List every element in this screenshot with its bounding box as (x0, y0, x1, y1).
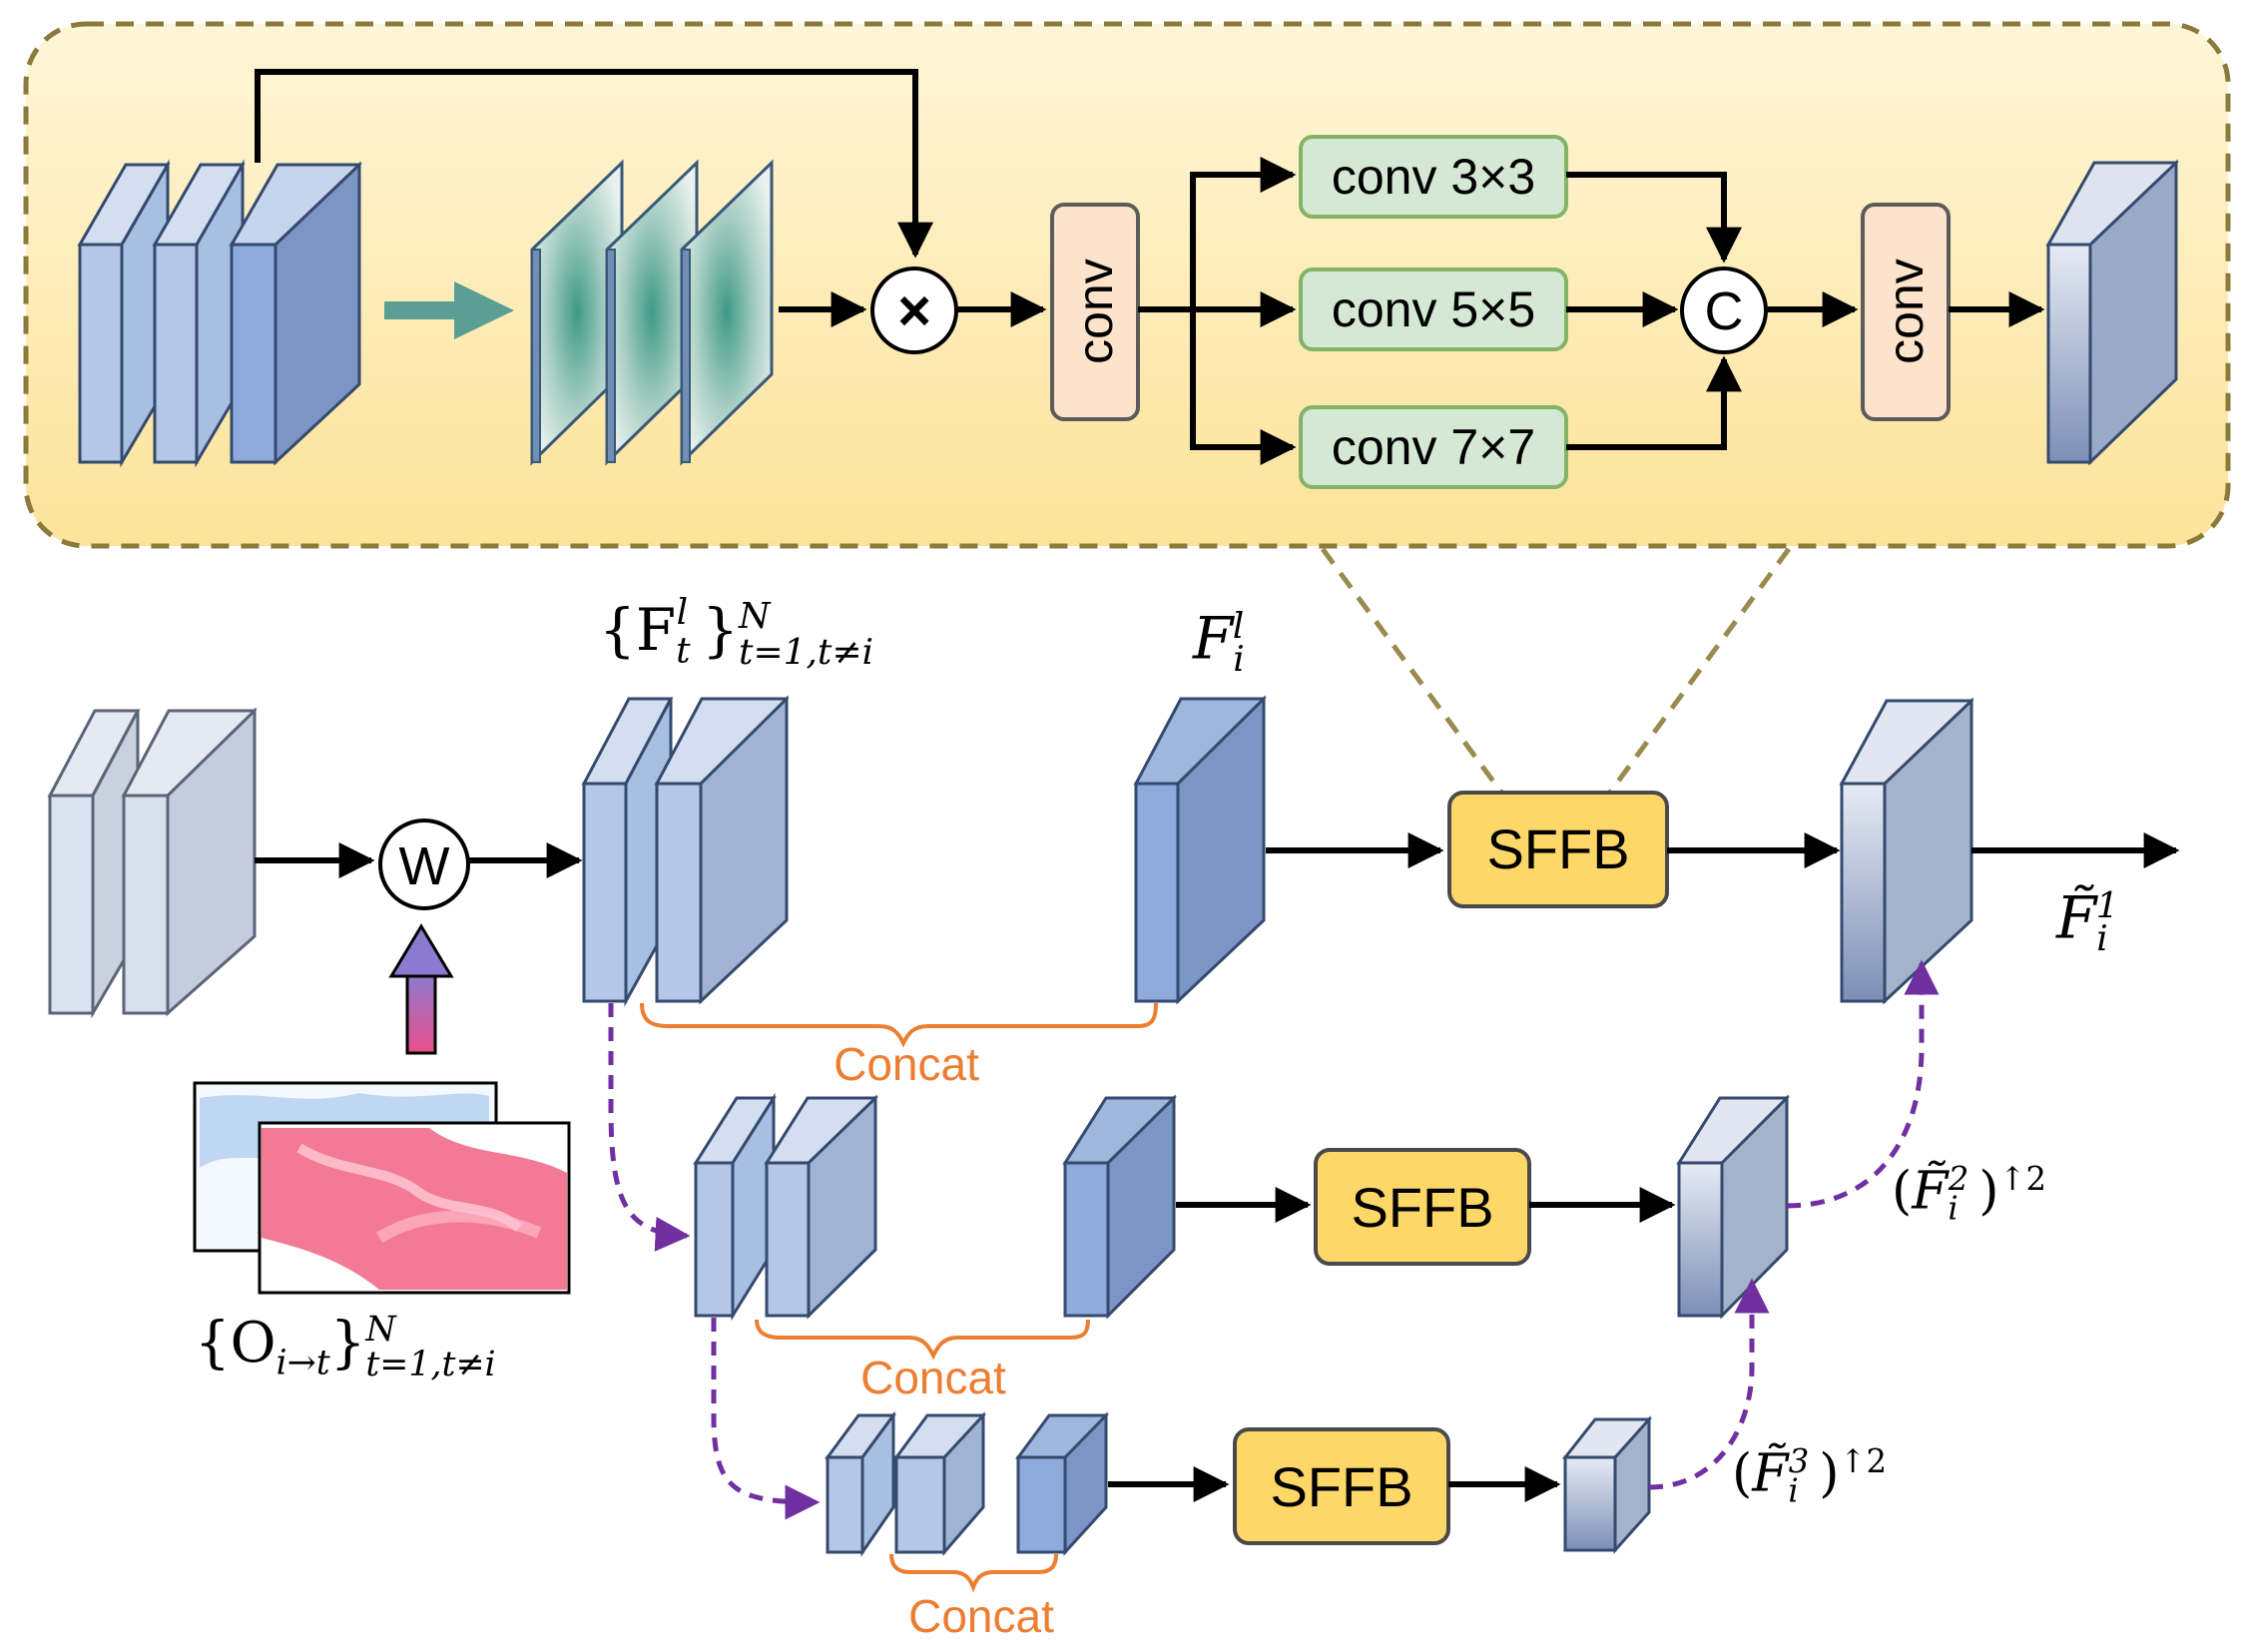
zoom-connector-right (1606, 547, 1792, 796)
sffb-detail-panel: × conv conv 3×3 conv 5×5 conv 7×7 C conv (23, 21, 2231, 549)
conv3-label: conv 3×3 (1332, 149, 1535, 205)
optical-flow-images (193, 1081, 571, 1295)
neighbor-features-level1 (581, 695, 790, 1007)
skip-connection (255, 69, 933, 259)
concat-bracket-2 (755, 1319, 1090, 1361)
output-feature-level2 (1676, 1094, 1790, 1320)
downsample-path-2 (711, 1318, 821, 1520)
conv5-label: conv 5×5 (1332, 281, 1535, 337)
warp-symbol: W (399, 836, 450, 896)
concat-symbol: C (1705, 281, 1744, 341)
sffb-label-3: SFFB (1270, 1455, 1412, 1518)
output-feature-level1 (1839, 697, 1974, 1005)
conv-left-label: conv (1067, 259, 1123, 364)
concat-label-2: Concat (860, 1352, 1006, 1403)
label-reference-feature: Fil (1193, 604, 1245, 680)
teal-arrow (384, 281, 514, 339)
upsample-path-3-to-2 (1648, 1278, 1770, 1490)
label-output-level3: (F̃i3)↑2 (1732, 1442, 1888, 1510)
concat-node (1680, 267, 1768, 354)
warp-node (378, 819, 470, 910)
concat-label-3: Concat (908, 1590, 1054, 1642)
conv7-label: conv 7×7 (1332, 419, 1535, 475)
conv-right-label: conv (1878, 259, 1934, 364)
merge-from-conv3 (1566, 172, 1742, 264)
sffb-label-2: SFFB (1351, 1176, 1493, 1239)
branch-to-conv7 (1190, 309, 1297, 465)
reference-feature-level1 (1133, 695, 1267, 1005)
downsample-path-1 (608, 1003, 691, 1252)
panel-output-block (2045, 159, 2179, 466)
input-feature-stack (77, 159, 362, 468)
output-feature-level3 (1561, 1415, 1653, 1554)
concat-label-1: Concat (834, 1038, 979, 1090)
label-output-level1: F̃i1 (2056, 883, 2119, 959)
neighbor-features-level3 (825, 1410, 986, 1557)
concat-bracket-1 (640, 1002, 1158, 1048)
upsample-path-2-to-1 (1786, 959, 1940, 1209)
reference-feature-level2 (1062, 1094, 1177, 1320)
zoom-connector-left (1320, 547, 1505, 796)
merge-from-conv7 (1566, 355, 1742, 450)
input-frames-features (47, 707, 258, 1019)
attention-maps (530, 159, 774, 466)
neighbor-features-level2 (693, 1092, 878, 1322)
concat-bracket-3 (889, 1553, 1058, 1593)
label-output-level2: (F̃i2)↑2 (1892, 1160, 2047, 1228)
multiply-node (870, 267, 958, 354)
reference-feature-level3 (1015, 1411, 1109, 1556)
multiply-symbol: × (897, 278, 931, 343)
branch-to-conv3 (1190, 157, 1297, 309)
flow-upward-arrow (388, 923, 454, 1055)
sffb-label-1: SFFB (1486, 818, 1629, 880)
